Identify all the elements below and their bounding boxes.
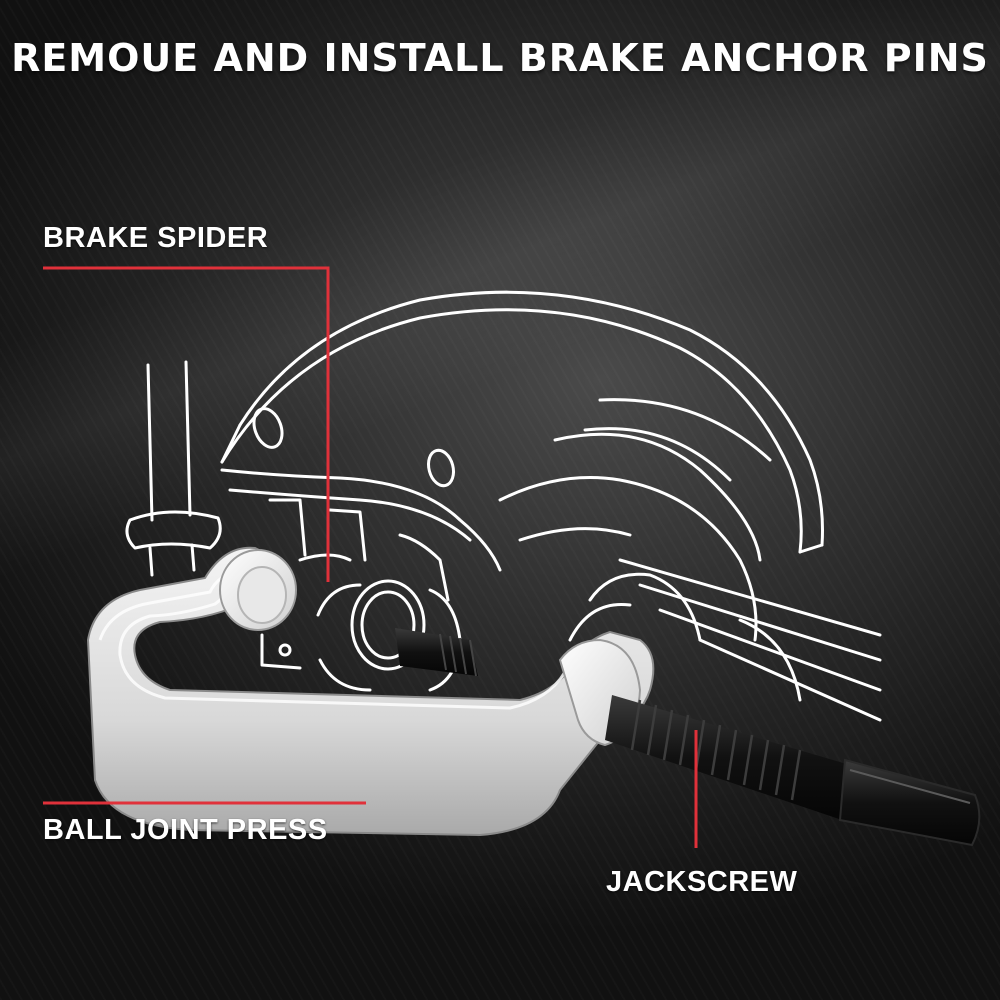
callout-line-brake-spider — [43, 266, 330, 582]
callout-lines — [43, 266, 698, 848]
ball-joint-press — [86, 546, 981, 847]
label-ball-joint-press: BALL JOINT PRESS — [43, 814, 328, 846]
label-jackscrew: JACKSCREW — [606, 866, 798, 898]
brake-assembly-line-art — [125, 290, 882, 722]
label-brake-spider: BRAKE SPIDER — [43, 222, 269, 254]
page-title: REMOUE AND INSTALL BRAKE ANCHOR PINS — [11, 36, 989, 80]
